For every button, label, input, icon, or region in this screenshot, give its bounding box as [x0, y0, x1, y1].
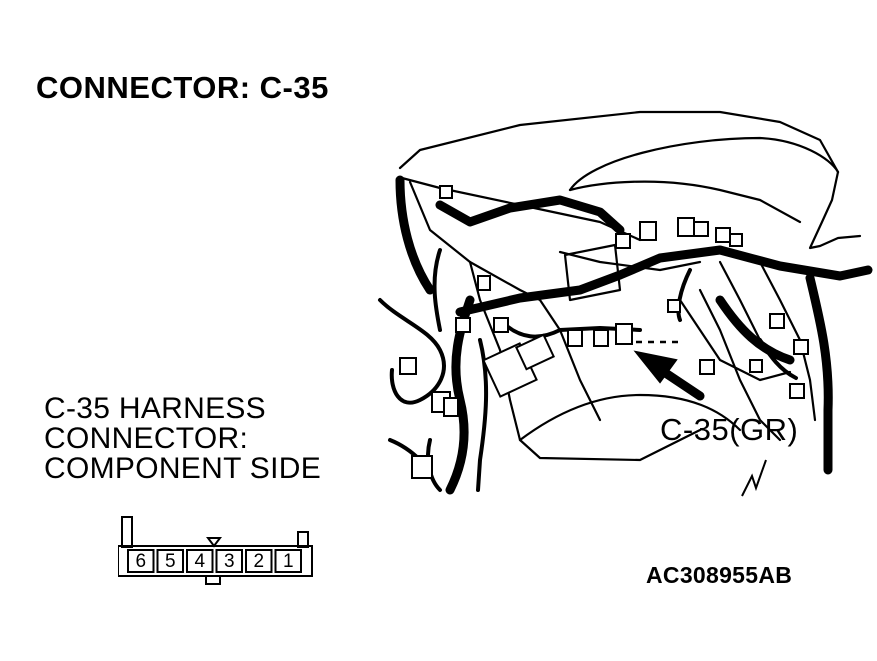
relay-box-2 — [515, 333, 555, 371]
connector-j — [593, 329, 609, 347]
harness-thin-2 — [432, 248, 442, 332]
harness-label-line-3: COMPONENT SIDE — [44, 452, 322, 485]
pin-number: 1 — [283, 551, 294, 572]
connector-l — [615, 233, 631, 249]
connector-p — [715, 227, 731, 243]
connector-i — [567, 329, 583, 347]
connector-v — [789, 383, 805, 399]
pin-number: 3 — [224, 551, 235, 572]
connector-w — [749, 359, 763, 373]
connector-g — [443, 397, 459, 417]
pin-cell — [274, 549, 302, 573]
right-lower — [698, 288, 782, 442]
pointer-arrow — [633, 350, 705, 401]
connector-o — [693, 221, 709, 237]
connector-right-latch — [297, 531, 309, 548]
dash-right-side — [808, 170, 862, 250]
harness-top — [435, 195, 625, 235]
pin-cell — [245, 549, 273, 573]
pin-number: 2 — [253, 551, 264, 572]
connector-q — [729, 233, 743, 247]
harness-thin-8 — [758, 338, 798, 380]
connector-u — [793, 339, 809, 355]
harness-main — [455, 245, 873, 317]
column-mount-2 — [718, 260, 762, 342]
vent-box — [563, 243, 622, 302]
connector-r — [667, 299, 681, 313]
pin-cell — [186, 549, 214, 573]
harness-lower-right — [715, 295, 795, 365]
lower-panel-curve — [518, 393, 742, 442]
harness-thin-3 — [476, 338, 489, 492]
pin-cell — [156, 549, 184, 573]
connector-callout-label: C-35(GR) — [660, 412, 799, 447]
harness-thin-7 — [676, 268, 692, 322]
connector-m — [639, 221, 657, 241]
harness-thin-1 — [378, 298, 446, 405]
pin-number: 5 — [165, 551, 176, 572]
connector-a — [439, 185, 453, 199]
column-mount — [678, 298, 792, 382]
connector-bottom-key — [205, 575, 221, 585]
connector-n — [677, 217, 695, 237]
connector-c — [455, 317, 471, 333]
connector-b — [477, 275, 491, 291]
pin-number: 6 — [135, 551, 146, 572]
figure-id: AC308955AB — [646, 562, 793, 588]
connector-left-latch — [121, 516, 133, 548]
connector-k — [615, 323, 633, 345]
pin-cell — [127, 549, 155, 573]
connector-top-key — [206, 537, 222, 548]
connector-s — [699, 359, 715, 375]
harness-label-line-2: CONNECTOR: — [44, 422, 249, 455]
connector-t — [769, 313, 785, 329]
cluster-hood-inner — [568, 180, 802, 224]
callout-leader — [741, 459, 767, 497]
diagram-title: CONNECTOR: C-35 — [36, 70, 329, 105]
connector-e — [399, 357, 417, 375]
connector-h — [411, 455, 433, 479]
center-panel — [538, 298, 602, 422]
pin-number: 4 — [194, 551, 205, 572]
connector-d — [493, 317, 509, 333]
harness-right-drop — [805, 273, 833, 475]
harness-left-upper — [395, 175, 435, 295]
pin-cell — [215, 549, 243, 573]
cluster-hood — [568, 136, 840, 192]
dash-top-edge — [398, 110, 840, 174]
harness-label-line-1: C-35 HARNESS — [44, 392, 266, 425]
